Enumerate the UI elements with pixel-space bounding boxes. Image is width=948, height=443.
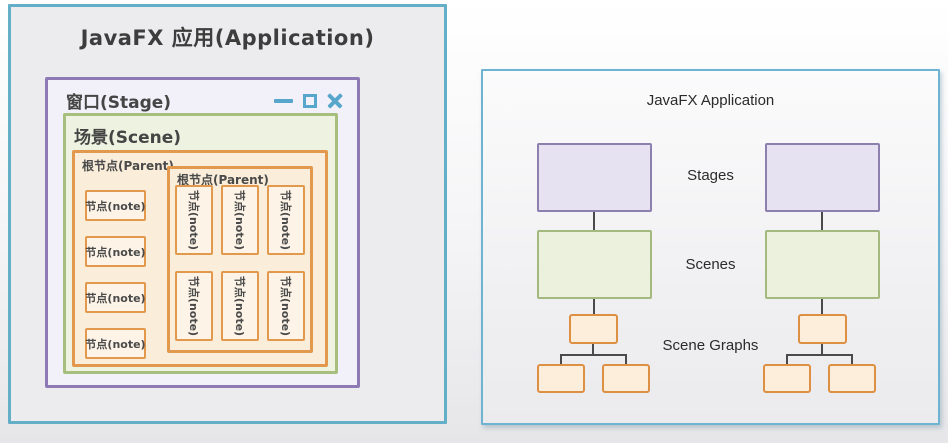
note-box: 节点(note) [85, 328, 146, 359]
root-parent-label: 根节点(Parent) [82, 159, 174, 173]
note-label: 节点(note) [233, 275, 247, 337]
connector-line [593, 212, 595, 230]
note-box-vertical: 节点(note) [267, 271, 305, 341]
note-label: 节点(note) [279, 275, 293, 337]
window-controls [274, 93, 343, 109]
scene-node-right [765, 230, 880, 299]
stage-title: 窗口(Stage) [66, 93, 172, 113]
scene-graph-child [763, 364, 811, 393]
note-box-vertical: 节点(note) [175, 271, 213, 341]
note-box-vertical: 节点(note) [221, 271, 259, 341]
close-icon [327, 93, 343, 109]
scene-graph-child [828, 364, 876, 393]
minimize-icon [274, 98, 293, 103]
connector-line [560, 354, 627, 356]
connector-line [625, 354, 627, 364]
scenes-label: Scenes [685, 256, 736, 273]
stages-label: Stages [687, 167, 734, 184]
javafx-structure-diagram-panel: JavaFX Application Stages Scenes Scene G… [481, 69, 940, 425]
connector-line [821, 212, 823, 230]
scene-title: 场景(Scene) [74, 128, 182, 148]
connector-line [786, 354, 853, 356]
javafx-application-panel: JavaFX 应用(Application) 窗口(Stage) 场景(Scen… [8, 4, 447, 424]
note-box: 节点(note) [85, 190, 146, 221]
diagram-title: JavaFX Application [646, 92, 775, 109]
note-column: 节点(note) 节点(note) 节点(note) 节点(note) [85, 190, 146, 359]
connector-line [851, 354, 853, 364]
scene-graph-child [602, 364, 650, 393]
note-label: 节点(note) [187, 275, 201, 337]
stage-titlebar: 窗口(Stage) [48, 80, 357, 113]
note-label: 节点(note) [279, 189, 293, 251]
connector-line [560, 354, 562, 364]
maximize-icon [303, 93, 317, 108]
scene-graph-root-left [569, 314, 618, 344]
note-box: 节点(note) [85, 282, 146, 313]
note-box-vertical: 节点(note) [221, 185, 259, 255]
scene-graph-child [537, 364, 585, 393]
application-panel-title: JavaFX 应用(Application) [80, 26, 375, 50]
connector-line [786, 354, 788, 364]
note-box-vertical: 节点(note) [175, 185, 213, 255]
connector-line [593, 299, 595, 314]
stage-node-right [765, 143, 880, 212]
vertical-note-grid: 节点(note) 节点(note) 节点(note) 节点(note) 节点(n… [175, 185, 305, 341]
note-label: 节点(note) [233, 189, 247, 251]
note-box-vertical: 节点(note) [267, 185, 305, 255]
connector-line [592, 344, 594, 356]
note-label: 节点(note) [187, 189, 201, 251]
scene-graphs-label: Scene Graphs [662, 337, 759, 354]
scene-graph-root-right [798, 314, 847, 344]
connector-line [821, 299, 823, 314]
stage-window: 窗口(Stage) 场景(Scene) 根节点(Parent) 节点(note)… [45, 77, 360, 388]
stage-node-left [537, 143, 652, 212]
note-box: 节点(note) [85, 236, 146, 267]
scene-node-left [537, 230, 652, 299]
scene-box: 场景(Scene) 根节点(Parent) 节点(note) 节点(note) … [63, 113, 338, 374]
root-parent-box: 根节点(Parent) 节点(note) 节点(note) 节点(note) 节… [72, 150, 328, 367]
nested-parent-label: 根节点(Parent) [177, 173, 269, 187]
nested-parent-box: 根节点(Parent) 节点(note) 节点(note) 节点(note) 节… [167, 166, 313, 353]
connector-line [821, 344, 823, 356]
